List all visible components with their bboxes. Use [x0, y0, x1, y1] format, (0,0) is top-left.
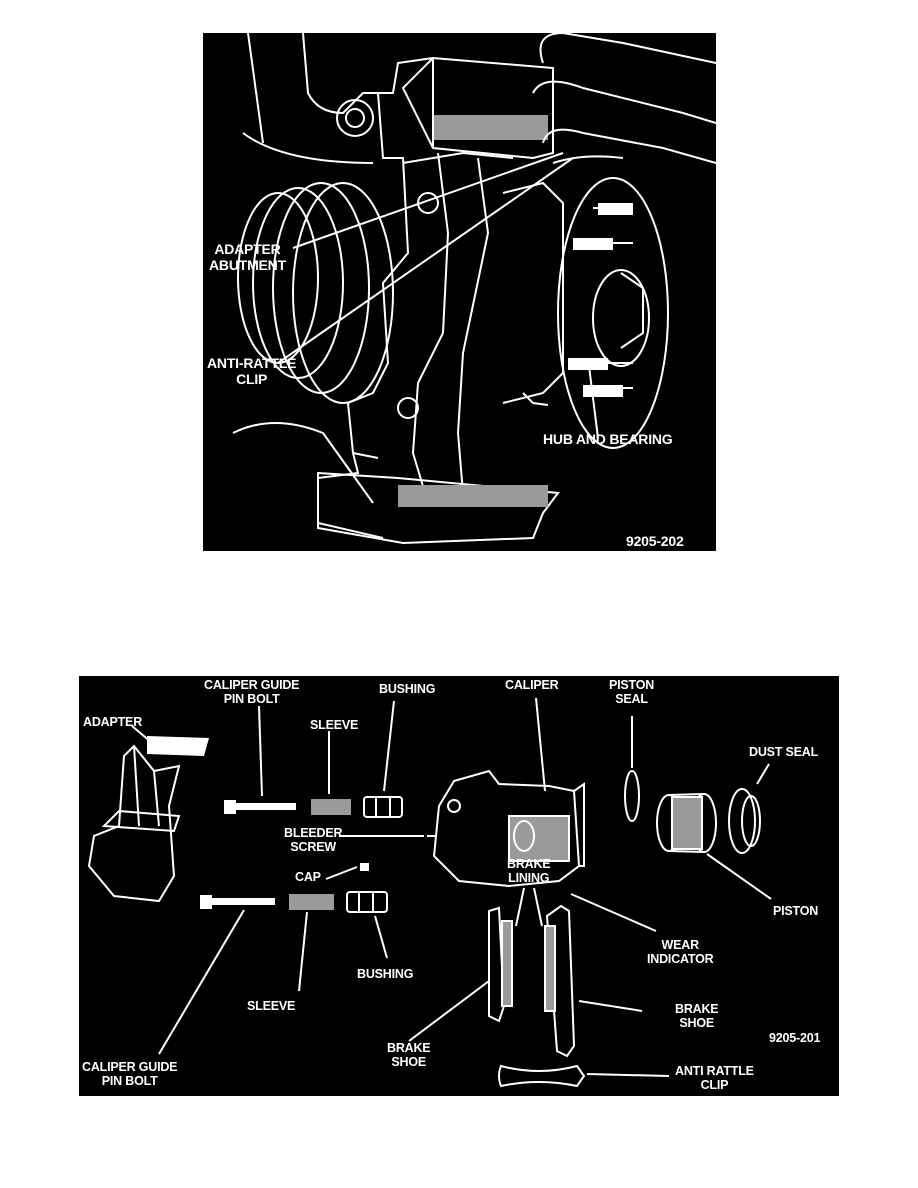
wear-indicator-label-line1: WEAR [661, 938, 700, 952]
caliper-label: CALIPER [505, 678, 559, 692]
bleeder-screw-label-line2: SCREW [290, 840, 336, 854]
sleeve-top-label: SLEEVE [310, 718, 359, 732]
sleeve-top [311, 799, 351, 815]
anti-rattle-clip-2-label-line1: ANTI RATTLE [675, 1064, 754, 1078]
caliper-part [427, 769, 585, 888]
bushing-bottom [346, 891, 388, 913]
wear-indicator-label: WEAR INDICATOR [647, 938, 714, 966]
anti-rattle-clip-label: ANTI-RATTLE CLIP [207, 355, 297, 387]
caliper-adapter-illustration: ADAPTER ABUTMENT ANTI-RATTLE CLIP HUB AN… [203, 33, 716, 551]
pin-bolt-top [224, 800, 296, 814]
anti-rattle-clip-label-line1: ANTI-RATTLE [207, 355, 297, 371]
brake-shoe-left-label-line2: SHOE [391, 1055, 427, 1069]
cap-label: CAP [295, 870, 321, 884]
bushing-top [363, 796, 403, 818]
adapter-abutment-label-line1: ADAPTER [214, 241, 281, 257]
caliper-guide-pin-bolt-bottom-line1: CALIPER GUIDE [82, 1060, 178, 1074]
anti-rattle-clip-2-label: ANTI RATTLE CLIP [675, 1064, 754, 1092]
piston-seal-label-line2: SEAL [615, 692, 648, 706]
hub-and-bearing-label: HUB AND BEARING [543, 431, 673, 447]
adapter-part [87, 736, 209, 903]
bushing-top-label: BUSHING [379, 682, 436, 696]
piston-label: PISTON [773, 904, 819, 918]
caliper-guide-pin-bolt-top-label: CALIPER GUIDE PIN BOLT [204, 678, 300, 706]
adapter-abutment-label-line2: ABUTMENT [209, 257, 286, 273]
dust-seal-label: DUST SEAL [749, 745, 819, 759]
brake-lining-label-line1: BRAKE [507, 857, 551, 871]
brake-shoe-right-label-line2: SHOE [679, 1016, 715, 1030]
figure-number-label: 9205-202 [626, 533, 684, 549]
anti-rattle-clip-label-line2: CLIP [236, 371, 268, 387]
pin-bolt-bottom [200, 895, 275, 909]
bushing-bottom-label: BUSHING [357, 967, 414, 981]
caliper-guide-pin-bolt-bottom-line2: PIN BOLT [101, 1074, 158, 1088]
brake-shoe-right-label-line1: BRAKE [675, 1002, 719, 1016]
cap-part [360, 863, 369, 871]
adapter-label: ADAPTER [83, 715, 143, 729]
piston-seal-label-line1: PISTON [609, 678, 655, 692]
dust-seal-part [728, 788, 761, 854]
brake-lining-label: BRAKE LINING [507, 857, 551, 885]
brake-shoe-left-label-line1: BRAKE [387, 1041, 431, 1055]
caliper-components-drawing [87, 697, 772, 1088]
brake-shoe-left-label: BRAKE SHOE [387, 1041, 431, 1069]
bleeder-screw-label-line1: BLEEDER [284, 826, 343, 840]
brake-shoe-right-label: BRAKE SHOE [675, 1002, 719, 1030]
adapter-abutment-label: ADAPTER ABUTMENT [209, 241, 286, 273]
anti-rattle-clip-part [498, 1064, 586, 1088]
caliper-guide-pin-bolt-bottom-label: CALIPER GUIDE PIN BOLT [82, 1060, 178, 1088]
wear-indicator-label-line2: INDICATOR [647, 952, 714, 966]
adapter-abutment-drawing [232, 33, 716, 545]
brake-lining-label-line2: LINING [508, 871, 550, 885]
caliper-guide-pin-bolt-top-line2: PIN BOLT [223, 692, 280, 706]
piston-seal-part [624, 770, 640, 822]
sleeve-bottom [289, 894, 334, 910]
bleeder-screw-label: BLEEDER SCREW [284, 826, 343, 854]
sleeve-bottom-label: SLEEVE [247, 999, 296, 1013]
piston-part [656, 793, 717, 853]
piston-seal-label: PISTON SEAL [609, 678, 654, 706]
brake-shoe-left-part [488, 906, 513, 1023]
brake-shoe-right-part [544, 904, 576, 1058]
figure-number-2-label: 9205-201 [769, 1031, 821, 1045]
caliper-guide-pin-bolt-top-line1: CALIPER GUIDE [204, 678, 300, 692]
disc-brake-exploded-view: CALIPER GUIDE PIN BOLT BUSHING CALIPER P… [79, 676, 839, 1096]
anti-rattle-clip-2-label-line2: CLIP [700, 1078, 729, 1092]
